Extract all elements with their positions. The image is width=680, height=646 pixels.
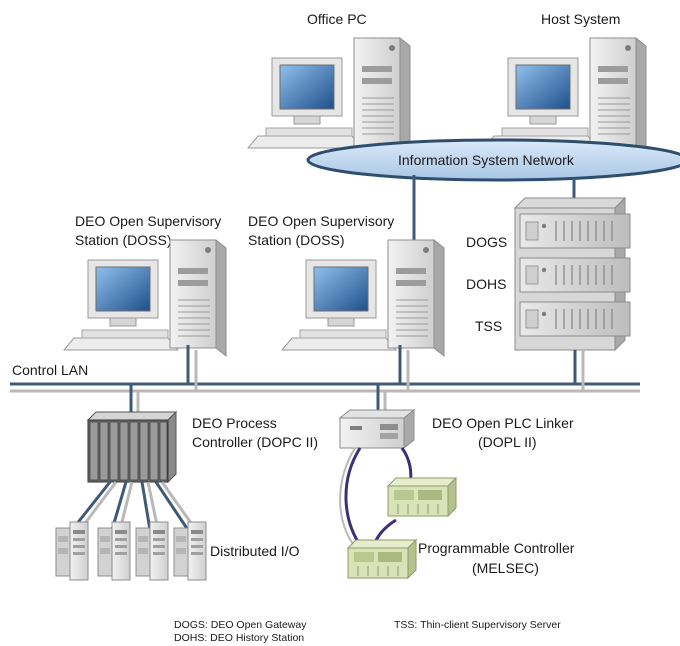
plc-link-cable-gray (339, 447, 357, 549)
doss-right-label-line2: Station (DOSS) (248, 232, 344, 248)
distributed-io-unit-1 (55, 521, 89, 581)
legend-dogs: DOGS: DEO Open Gateway (174, 619, 307, 631)
dopc-label-line2: Controller (DOPC II) (192, 434, 318, 450)
distributed-io-unit-2 (97, 521, 131, 581)
dopc-label-line1: DEO Process (192, 415, 277, 431)
control-lan-label: Control LAN (12, 362, 88, 378)
dopl-label-line1: DEO Open PLC Linker (432, 415, 574, 431)
office-pc-label: Office PC (307, 11, 367, 27)
doss-right-label-line1: DEO Open Supervisory (248, 213, 394, 229)
dohs-label: DOHS (466, 276, 506, 292)
dopl-label-line2: (DOPL II) (478, 434, 537, 450)
dopc-controller-icon (86, 410, 178, 484)
dogs-label: DOGS (466, 234, 507, 250)
server-rack (513, 196, 631, 352)
doss-left-label-line1: DEO Open Supervisory (75, 213, 221, 229)
information-network-ellipse (306, 138, 680, 182)
doss-right-pc-icon (281, 239, 445, 357)
dopl-linker-icon (338, 408, 416, 450)
tss-label: TSS (475, 318, 502, 334)
plc-label-line1: Programmable Controller (418, 540, 575, 556)
dopc-io-links (70, 481, 198, 531)
distributed-io-unit-3 (135, 521, 169, 581)
distributed-io-label: Distributed I/O (210, 543, 300, 559)
host-system-icon (483, 37, 647, 155)
legend-tss: TSS: Thin-client Supervisory Server (394, 619, 561, 631)
legend-dohs: DOHS: DEO History Station (174, 632, 304, 644)
office-pc-icon (247, 37, 411, 155)
doss-left-label-line2: Station (DOSS) (75, 232, 171, 248)
plc-module-upper (387, 477, 457, 517)
plc-label-line2: (MELSEC) (472, 560, 539, 576)
host-system-label: Host System (541, 11, 620, 27)
distributed-io-unit-4 (173, 521, 207, 581)
doss-left-pc-icon (63, 239, 227, 357)
plc-module-lower (347, 539, 417, 579)
information-network-label: Information System Network (398, 152, 575, 168)
